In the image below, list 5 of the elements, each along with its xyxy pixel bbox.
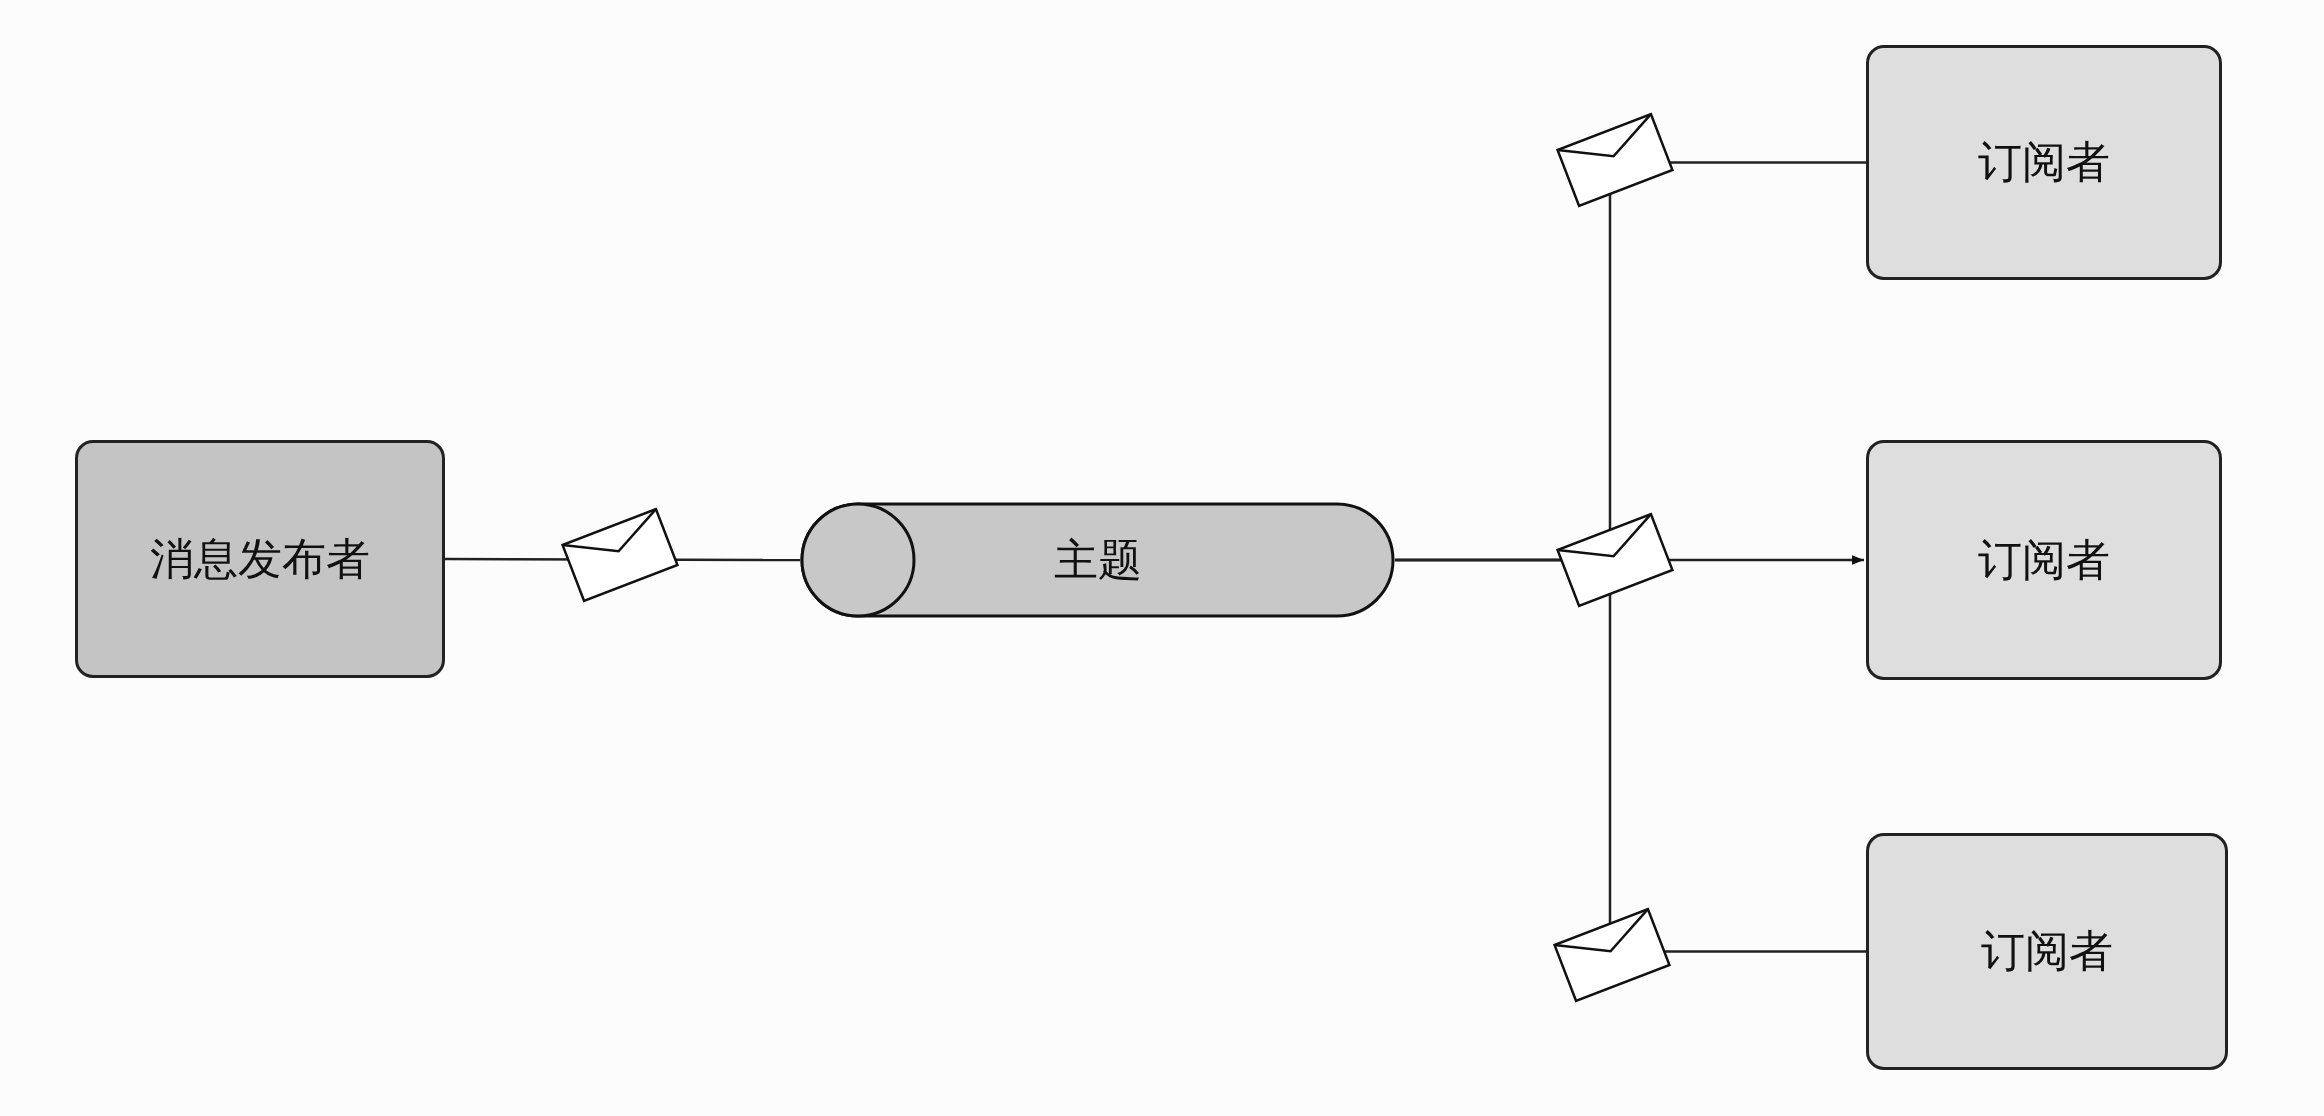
process-box: 订阅者 (1866, 45, 2222, 280)
process-box: 订阅者 (1866, 440, 2222, 680)
process-box: 消息发布者 (75, 440, 445, 678)
process-box: 订阅者 (1866, 833, 2228, 1070)
topic-cylinder: 主题 (800, 502, 1395, 618)
